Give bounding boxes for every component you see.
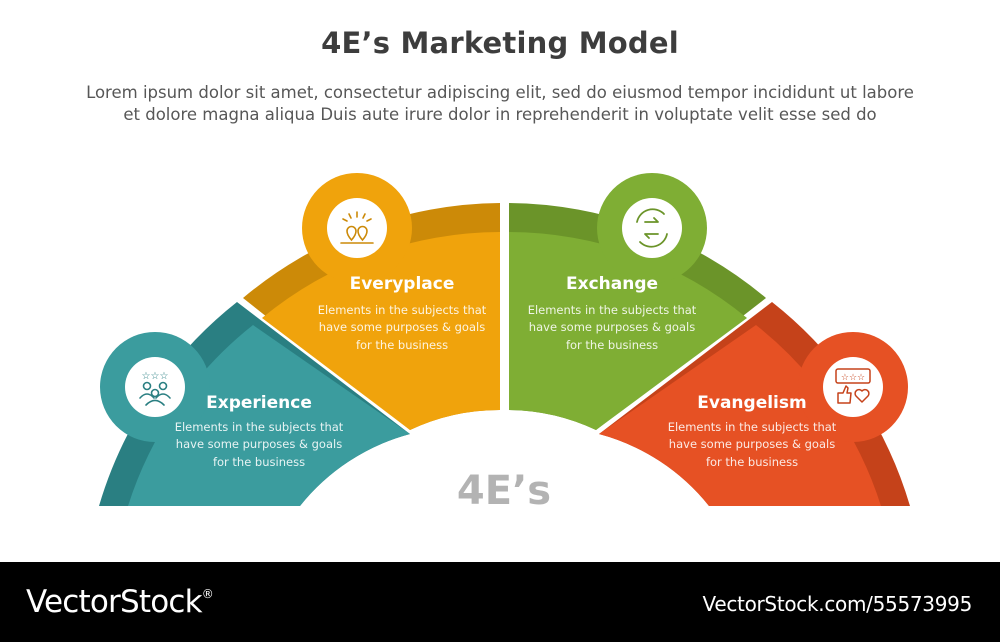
segment-exchange: Exchange Elements in the subjects that h… — [509, 173, 766, 430]
segment-everyplace-icon-disc — [327, 198, 387, 258]
footer-brand: VectorStock® — [26, 584, 214, 620]
location-pins-icon — [340, 211, 374, 244]
footer-url: VectorStock.com/55573995 — [702, 592, 973, 616]
svg-text:☆☆☆: ☆☆☆ — [142, 371, 169, 382]
segment-everyplace-desc-line-2: have some purposes & goals — [319, 320, 485, 334]
page-subtitle: Lorem ipsum dolor sit amet, consectetur … — [40, 82, 960, 126]
review-like-heart-icon: ☆☆☆ — [835, 368, 871, 404]
page-title: 4E’s Marketing Model — [321, 26, 679, 60]
exchange-arrows-icon — [636, 208, 668, 248]
segment-evangelism-desc-line-2: have some purposes & goals — [669, 437, 835, 451]
segment-experience-desc-line-2: have some purposes & goals — [176, 437, 342, 451]
segment-everyplace-desc-line-3: for the business — [356, 338, 448, 352]
segment-experience: ☆☆☆ Experience Elements in the subjects … — [99, 302, 410, 506]
segment-experience-desc-line-1: Elements in the subjects that — [175, 420, 344, 434]
segment-evangelism-desc-line-3: for the business — [706, 455, 798, 469]
subtitle-line-2: et dolore magna aliqua Duis aute irure d… — [123, 105, 877, 124]
segment-evangelism: ☆☆☆ Evangelism Elements in the subjects … — [599, 302, 910, 506]
segment-exchange-desc-line-3: for the business — [566, 338, 658, 352]
registered-mark: ® — [201, 587, 214, 601]
footer-brand-name: VectorStock — [26, 584, 203, 620]
segment-exchange-wedge — [509, 232, 747, 430]
subtitle-line-1: Lorem ipsum dolor sit amet, consectetur … — [86, 83, 914, 102]
segment-experience-title: Experience — [206, 393, 312, 413]
segment-evangelism-icon-disc — [823, 357, 883, 417]
center-label: 4E’s — [457, 468, 551, 514]
watermark-footer: VectorStock® VectorStock.com/55573995 — [0, 562, 1000, 642]
segment-experience-icon-disc — [125, 357, 185, 417]
segment-exchange-desc-line-2: have some purposes & goals — [529, 320, 695, 334]
segment-exchange-title: Exchange — [566, 274, 658, 294]
segment-everyplace-wedge — [262, 232, 500, 430]
segment-exchange-icon-disc — [622, 198, 682, 258]
segment-evangelism-title: Evangelism — [697, 393, 806, 413]
segment-everyplace-desc-line-1: Elements in the subjects that — [318, 303, 487, 317]
segment-exchange-desc-line-1: Elements in the subjects that — [528, 303, 697, 317]
segment-experience-desc-line-3: for the business — [213, 455, 305, 469]
segment-experience-wedge — [128, 325, 410, 506]
people-rating-icon: ☆☆☆ — [139, 371, 171, 406]
svg-text:☆☆☆: ☆☆☆ — [841, 373, 865, 383]
segment-evangelism-wedge — [599, 325, 881, 506]
segment-evangelism-desc-line-1: Elements in the subjects that — [668, 420, 837, 434]
segment-everyplace-title: Everyplace — [350, 274, 455, 294]
segment-everyplace: Everyplace Elements in the subjects that… — [243, 173, 500, 430]
